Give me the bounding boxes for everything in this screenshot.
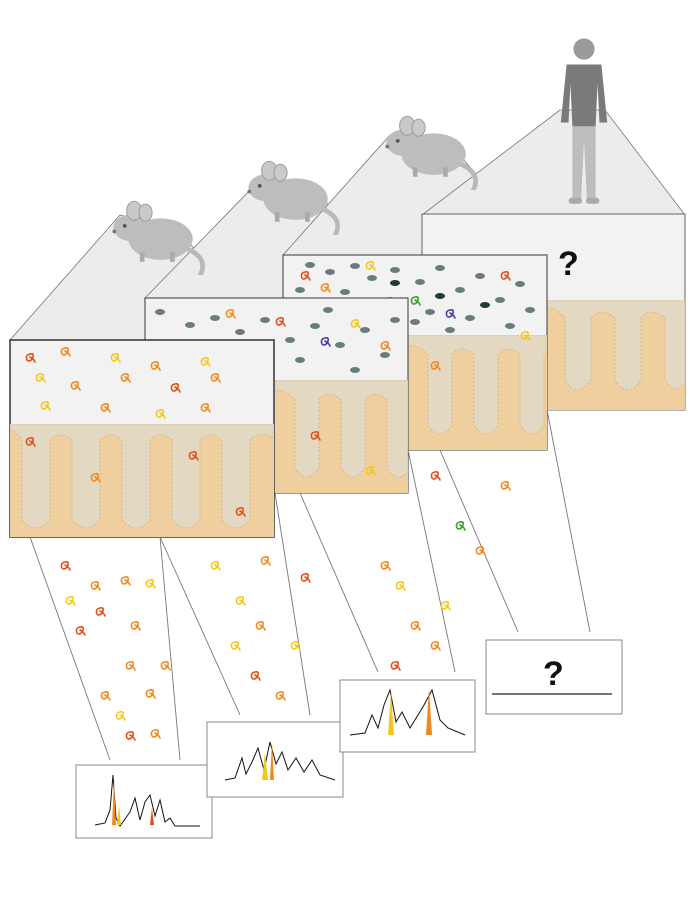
spectrum-box-human: ? xyxy=(485,639,623,715)
spectra-projection-lines xyxy=(29,409,591,761)
panel-human-question-mark: ? xyxy=(558,245,579,283)
spectrum-box-2 xyxy=(206,721,344,798)
panel-mouse-3 xyxy=(282,254,548,451)
spectrum-box-1 xyxy=(75,764,213,839)
spectrum-box-3 xyxy=(339,679,476,753)
microbe-cluster xyxy=(155,307,400,373)
spectrum-human-question-mark: ? xyxy=(543,655,564,693)
panel-mouse-1 xyxy=(9,339,275,538)
microbe-cluster xyxy=(295,262,535,333)
panel-human: ? xyxy=(421,213,686,411)
